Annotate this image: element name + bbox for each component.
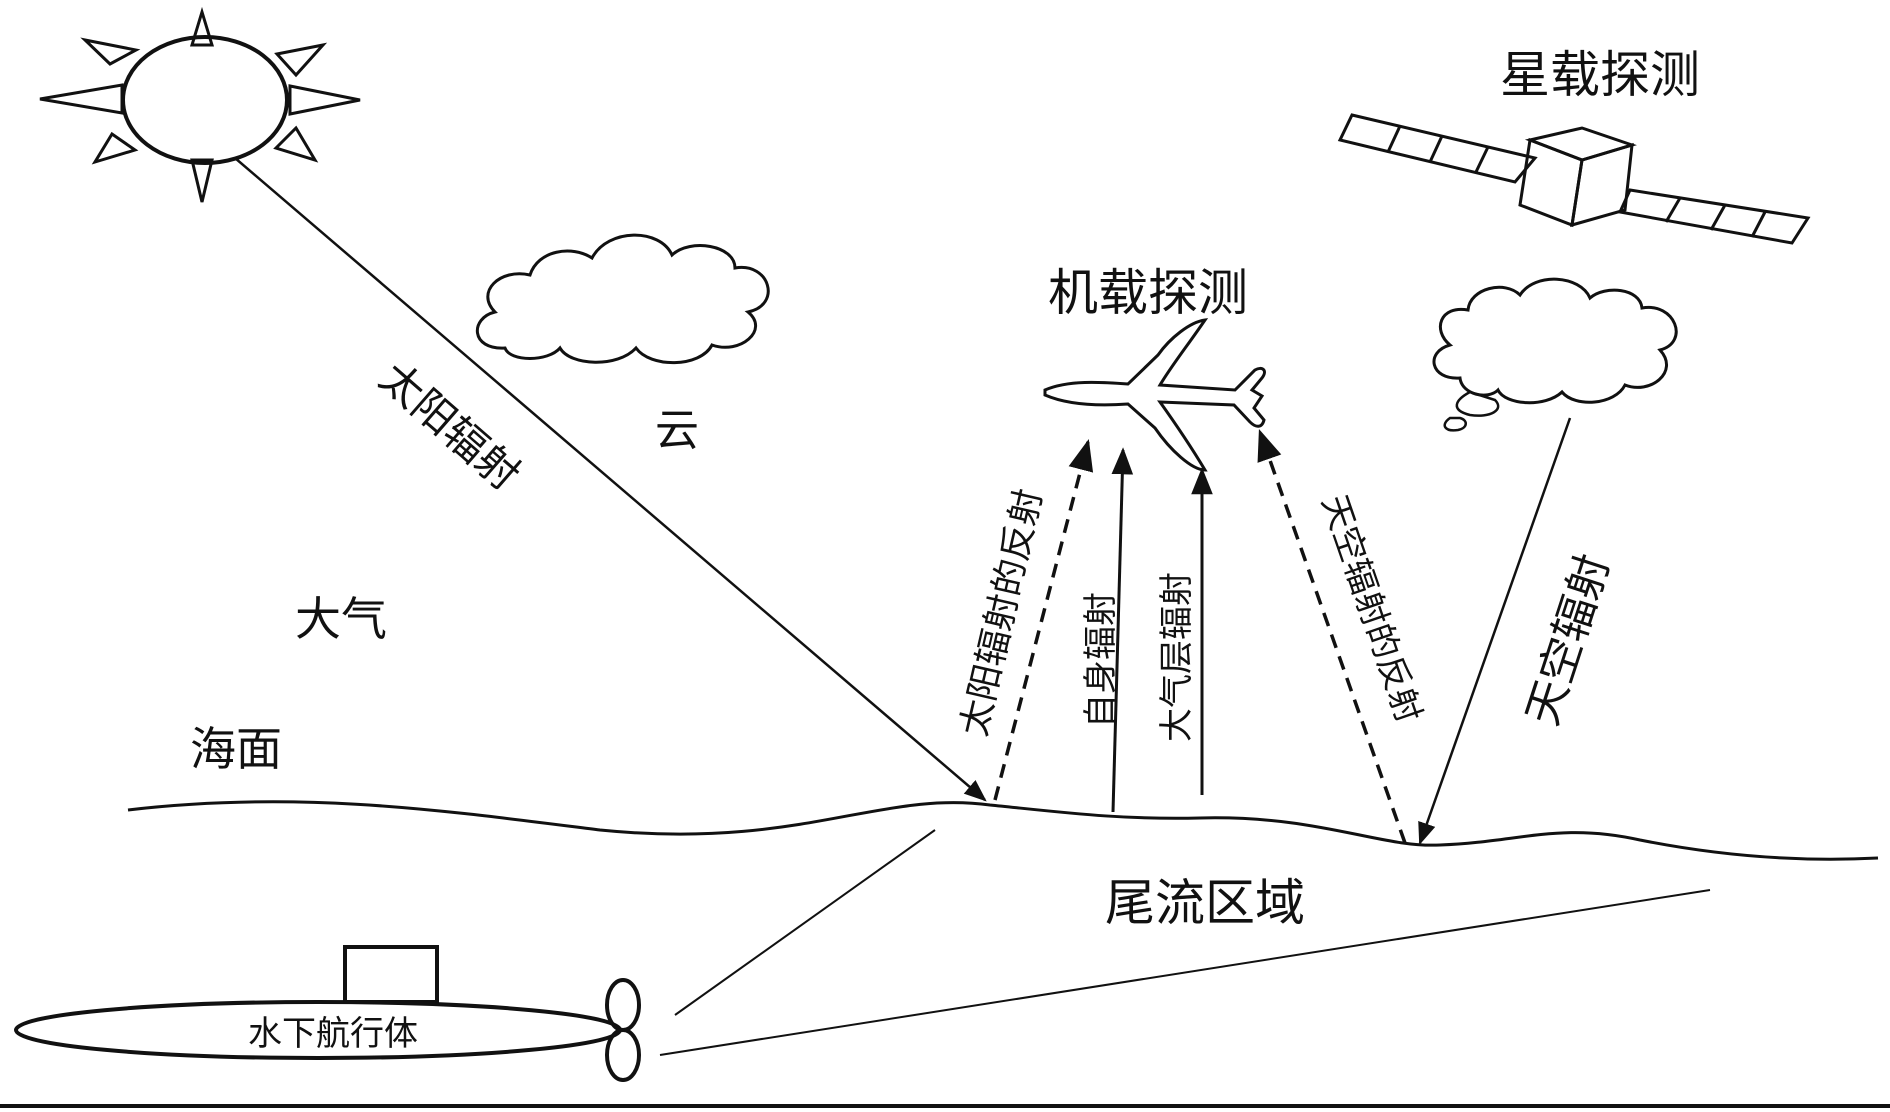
cloud-icon <box>1432 277 1678 405</box>
sky-radiation-label: 天空辐射 <box>1517 548 1620 731</box>
sea-surface-label: 海面 <box>190 722 282 776</box>
self-radiation-arrow <box>1111 447 1134 813</box>
satellite-detection-label: 星载探测 <box>1500 46 1700 104</box>
airplane-icon <box>1043 318 1266 472</box>
solar-radiation-label: 太阳辐射 <box>370 353 529 500</box>
cloud-tail-icon <box>1455 390 1500 417</box>
atmos-layer-radiation-label: 大气层辐射 <box>1157 572 1197 742</box>
cloud-tail-icon <box>1443 416 1467 432</box>
underwater-vehicle <box>14 945 641 1082</box>
wake-region-label: 尾流区域 <box>1105 874 1305 932</box>
self-radiation-label: 自身辐射 <box>1081 592 1121 728</box>
wake-lower-line <box>659 889 1711 1056</box>
sky-reflection-label: 天空辐射的反射 <box>1313 490 1428 728</box>
sky-radiation-arrow <box>1418 417 1572 846</box>
sun-icon <box>39 6 361 203</box>
sky-reflection-arrow <box>1257 429 1407 844</box>
sea-surface-line <box>127 800 1879 861</box>
airborne-detection-label: 机载探测 <box>1048 264 1248 322</box>
satellite-icon <box>1337 113 1811 245</box>
underwater-vehicle-label: 水下航行体 <box>248 1014 418 1054</box>
propeller-icon <box>605 978 641 1082</box>
solar-radiation-arrow <box>234 157 987 802</box>
cloud-icon <box>476 233 770 365</box>
solar-reflection-arrow <box>993 438 1094 801</box>
cloud-label: 云 <box>655 405 699 456</box>
solar-reflection-label: 太阳辐射的反射 <box>954 485 1051 740</box>
wake-upper-line <box>674 829 936 1016</box>
atmosphere-label: 大气 <box>295 592 387 646</box>
